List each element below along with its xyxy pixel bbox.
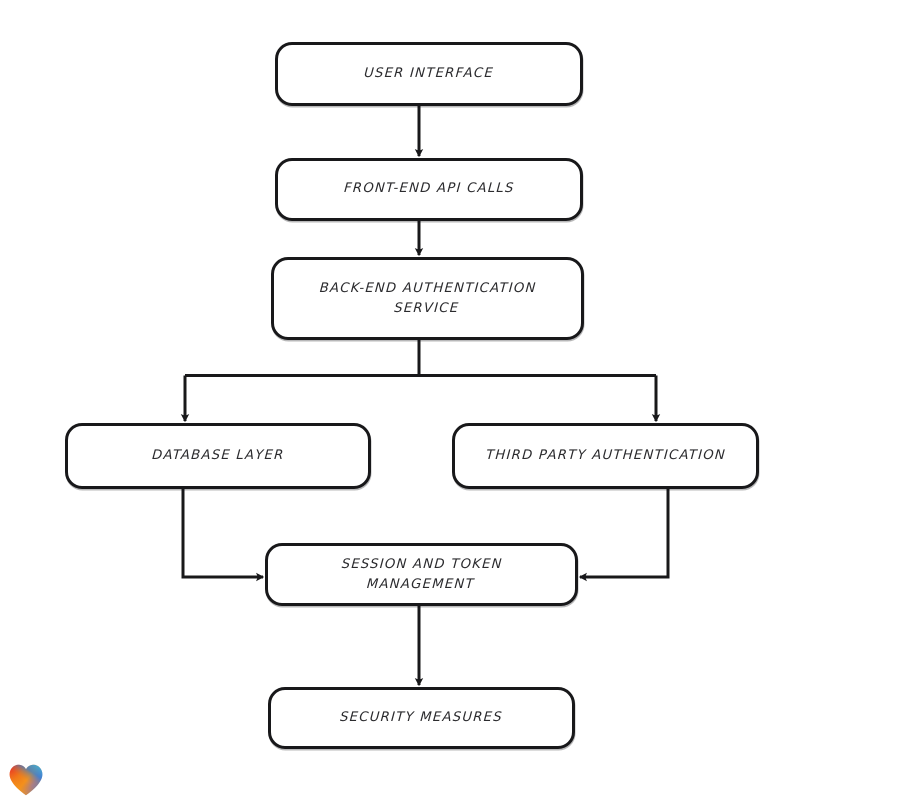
node-security-measures[interactable]: Security Measures [268,687,575,749]
node-user-interface[interactable]: User Interface [275,42,583,106]
node-backend-authentication-service-label: Back-End Authentication Service [319,280,538,316]
node-frontend-api-calls[interactable]: Front-End API Calls [275,158,583,221]
node-backend-authentication-service[interactable]: Back-End Authentication Service [271,257,584,340]
node-security-measures-label: Security Measures [339,709,504,725]
node-third-party-authentication-label: Third Party Authentication [485,447,727,463]
node-third-party-authentication[interactable]: Third Party Authentication [452,423,759,489]
edge-database-layer-to-session-token [181,489,265,582]
edge-third-party-auth-to-session-token [578,489,670,582]
node-database-layer[interactable]: Database Layer [65,423,371,489]
heart-icon [9,764,43,796]
node-session-and-token-management-label: Session and Token Management [341,556,504,592]
node-session-and-token-management[interactable]: Session and Token Management [265,543,578,606]
node-database-layer-label: Database Layer [151,447,285,463]
node-frontend-api-calls-label: Front-End API Calls [343,181,515,197]
node-user-interface-label: User Interface [363,65,495,81]
